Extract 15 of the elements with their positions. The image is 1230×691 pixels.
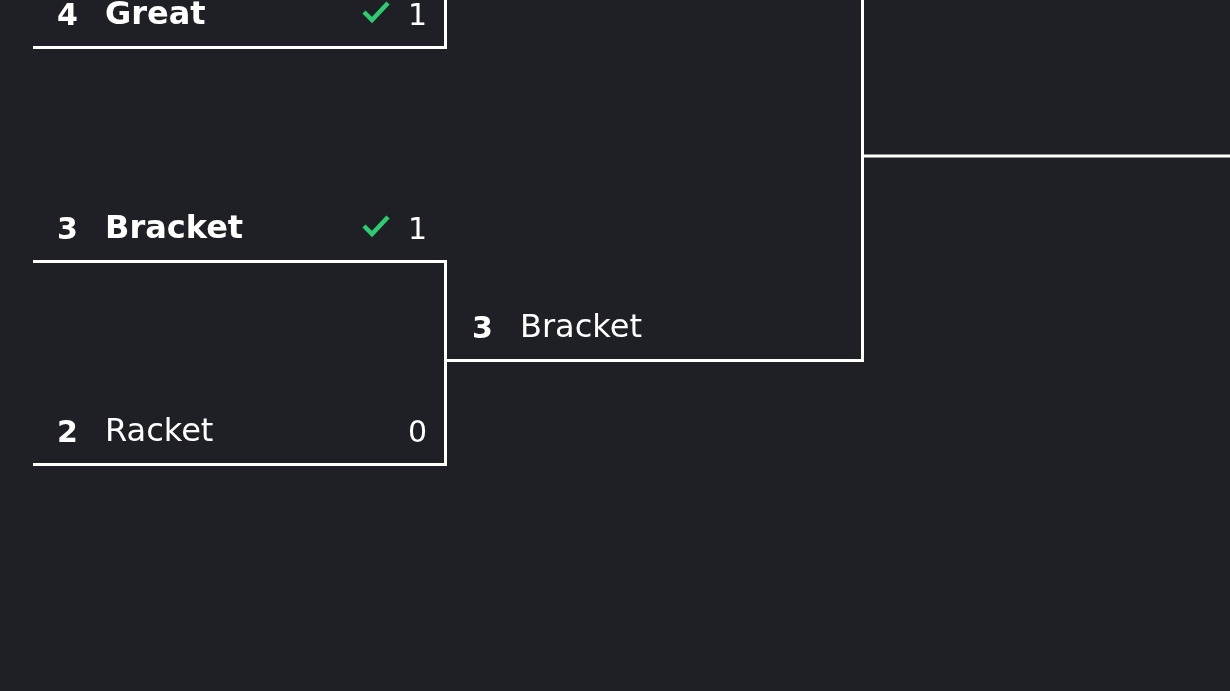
score: 0 — [407, 414, 427, 449]
seed-number: 3 — [57, 211, 78, 246]
team-name: Bracket — [520, 307, 642, 345]
score: 1 — [407, 211, 427, 246]
seed-number: 3 — [472, 310, 493, 345]
team-name: Great — [105, 0, 206, 32]
bracket-line — [444, 359, 449, 465]
team-name: Bracket — [105, 208, 244, 246]
seed-number: 2 — [57, 414, 78, 449]
bracket-line — [444, 0, 447, 48]
team-name: Racket — [105, 411, 214, 449]
bracket-line — [444, 261, 449, 362]
seed-number: 4 — [57, 0, 78, 32]
bracket-line — [861, 0, 1230, 362]
score: 1 — [407, 0, 427, 32]
